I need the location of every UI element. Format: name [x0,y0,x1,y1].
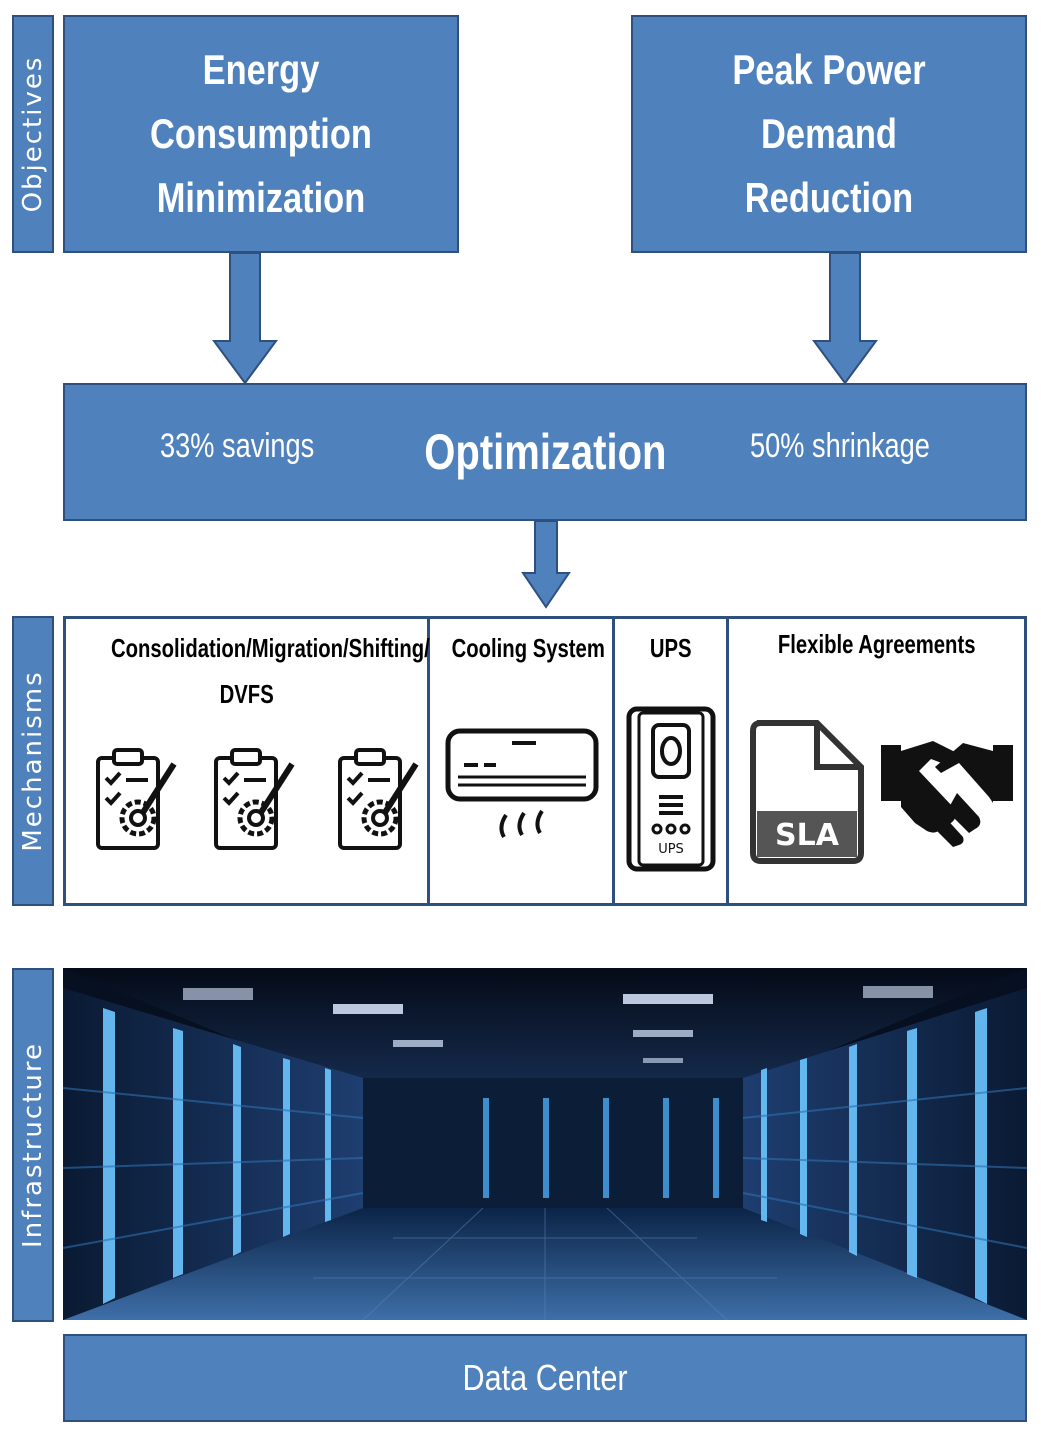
flexible-agreements-cell: Flexible Agreements SLA [729,619,1024,903]
server-room-illustration [63,968,1027,1320]
data-center-box: Data Center [63,1334,1027,1422]
data-center-image [63,968,1027,1320]
peak-objective-box: Peak Power Demand Reduction [631,15,1027,253]
infrastructure-label: Infrastructure [18,1042,48,1248]
peak-objective-title: Peak Power Demand Reduction [732,46,926,221]
task-settings-icon [214,748,295,850]
cooling-cell: Cooling System [430,619,615,903]
ups-title: UPS [649,633,692,663]
sla-icon-text: SLA [775,818,840,853]
objectives-side-label: Objectives [12,15,54,253]
task-settings-icon [96,748,177,850]
mechanisms-panel: Consolidation/Migration/Shifting/ DVFS [63,616,1027,906]
down-arrow-left [212,253,278,385]
cooling-title: Cooling System [451,633,605,663]
optimization-box: 33% savings Optimization 50% shrinkage [63,383,1027,521]
data-center-label: Data Center [462,1357,628,1398]
consolidation-title: Consolidation/Migration/Shifting/ DVFS [110,633,430,709]
optimization-title: Optimization [423,424,667,480]
shrinkage-note: 50% shrinkage [750,427,930,465]
air-conditioner-icon [445,728,599,839]
energy-objective-title: Energy Consumption Minimization [150,46,372,221]
handshake-icon [881,741,1013,847]
energy-objective-box: Energy Consumption Minimization [63,15,459,253]
down-arrow-center [521,521,571,609]
mechanisms-label: Mechanisms [18,670,48,852]
mechanisms-side-label: Mechanisms [12,616,54,906]
ups-cell: UPS UPS [615,619,729,903]
task-settings-icon [338,748,419,850]
sla-document-icon: SLA [750,720,864,864]
infrastructure-side-label: Infrastructure [12,968,54,1322]
objectives-label: Objectives [18,55,48,213]
down-arrow-right [812,253,878,385]
flexible-agreements-title: Flexible Agreements [777,629,976,659]
savings-note: 33% savings [160,427,315,465]
ups-device-icon: UPS [626,706,716,872]
consolidation-cell: Consolidation/Migration/Shifting/ DVFS [66,619,430,903]
ups-icon-text: UPS [658,842,684,857]
